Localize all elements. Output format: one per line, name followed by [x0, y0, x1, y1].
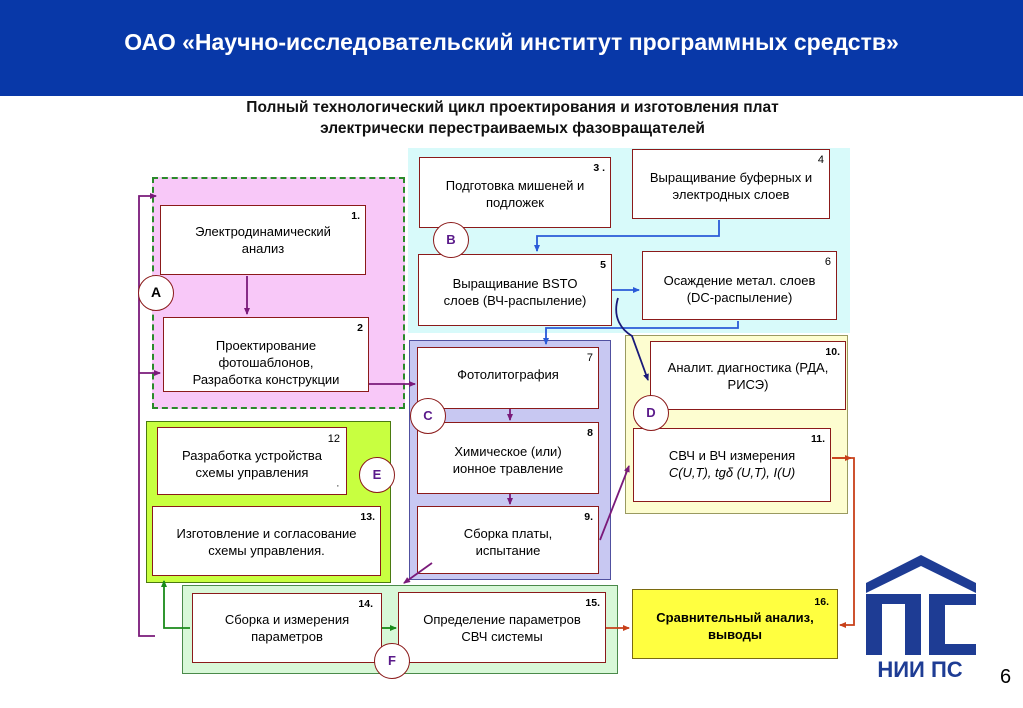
step-4-box: 4 Выращивание буферных и электродных сло…: [632, 149, 830, 219]
step-number: 12: [327, 433, 340, 445]
page-number: 6: [1000, 666, 1012, 688]
step-text: анализ: [241, 241, 285, 256]
step-text: C(U,T), tgδ (U,T), I(U): [668, 465, 796, 480]
arrow-14-to-13: [161, 580, 190, 629]
step-text: Определение параметров: [423, 612, 581, 627]
step-number: 8: [587, 427, 593, 439]
step-text: фотошаблонов,: [218, 355, 314, 370]
step-text: Фотолитография: [457, 367, 559, 382]
stage-b-marker: B: [433, 222, 469, 258]
step-text: электродных слоев: [672, 187, 790, 202]
step-number: 11.: [810, 433, 825, 445]
step-13-box: 13. Изготовление и согласование схемы уп…: [152, 506, 381, 576]
step-text: Выращивание буферных и: [649, 170, 813, 185]
stage-a-marker: A: [138, 275, 174, 311]
step-text: Изготовление и согласование: [176, 526, 357, 541]
step-mark: ,: [336, 479, 339, 488]
step-text: Выращивание BSTO: [452, 276, 578, 291]
step-text: Разработка устройства: [182, 448, 322, 463]
header-title: ОАО «Научно-исследовательский институт п…: [124, 29, 899, 55]
step-number: 7: [586, 352, 593, 364]
step-text: схемы управления: [195, 465, 309, 480]
step-text: Электродинамический: [195, 224, 331, 239]
step-12-box: 12 Разработка устройства схемы управлени…: [157, 427, 347, 495]
step-text: Разработка конструкции: [192, 372, 340, 387]
step-text: Осаждение метал. слоев: [663, 273, 816, 288]
step-text: Сборка платы,: [463, 526, 553, 541]
step-3-box: 3 . Подготовка мишеней и подложек: [419, 157, 611, 228]
step-16-box: 16. Сравнительный анализ, выводы: [632, 589, 838, 659]
step-text: СВЧ системы: [461, 629, 543, 644]
step-text: Сравнительный анализ,: [656, 610, 814, 625]
arrow-4-to-5: [534, 220, 720, 252]
step-text: параметров: [251, 629, 323, 644]
step-number: 13.: [360, 511, 375, 523]
step-2-box: 2 Проектирование фотошаблонов, Разработк…: [163, 317, 369, 392]
logo-text: НИИ ПС: [877, 657, 963, 682]
step-number: 14.: [358, 598, 373, 610]
step-number: 5: [600, 259, 606, 271]
step-8-box: 8 Химическое (или) ионное травление: [417, 422, 599, 494]
step-14-box: 14. Сборка и измерения параметров: [192, 593, 382, 663]
arrow-11-to-16: [832, 457, 855, 628]
step-11-box: 11. СВЧ и ВЧ измерения C(U,T), tgδ (U,T)…: [633, 428, 831, 502]
step-number: 16.: [814, 596, 829, 608]
step-7-box: 7 Фотолитография: [417, 347, 599, 409]
arrow-9-to-14: [403, 562, 433, 584]
step-number: 6: [824, 256, 831, 268]
diagram-title-line2: электрически перестраиваемых фазовращате…: [320, 120, 705, 137]
step-text: слоев (ВЧ-распыление): [443, 293, 587, 308]
step-number: 2: [357, 322, 363, 334]
step-9-box: 9. Сборка платы, испытание: [417, 506, 599, 574]
step-5-box: 5 Выращивание BSTO слоев (ВЧ-распыление): [418, 254, 612, 326]
step-number: 9.: [584, 511, 593, 523]
arrow-9-to-11: [599, 465, 630, 541]
stage-f-marker: F: [374, 643, 410, 679]
step-number: 15.: [585, 597, 600, 609]
diagram-title: Полный технологический цикл проектирован…: [140, 97, 885, 139]
step-number: 10.: [825, 346, 840, 358]
step-10-box: 10. Аналит. диагностика (РДА, РИСЭ): [650, 341, 846, 410]
step-number: 1.: [351, 210, 360, 222]
step-text: Сборка и измерения: [224, 612, 350, 627]
step-text: СВЧ и ВЧ измерения: [668, 448, 796, 463]
step-text: ионное травление: [452, 461, 564, 476]
arrow-6-to-7: [543, 321, 739, 345]
step-text: (DC-распыление): [686, 290, 793, 305]
step-text: схемы управления.: [208, 543, 325, 558]
step-text: Проектирование: [215, 338, 317, 353]
step-text: подложек: [486, 195, 544, 210]
arrow-5-to-10: [615, 297, 649, 381]
step-text: испытание: [475, 543, 541, 558]
step-text: Химическое (или): [454, 444, 562, 459]
header-bar: ОАО «Научно-исследовательский институт п…: [0, 0, 1023, 96]
stage-d-marker: D: [633, 395, 669, 431]
logo-mark: [866, 555, 976, 655]
stage-c-marker: C: [410, 398, 446, 434]
step-text: РИСЭ): [727, 377, 769, 392]
step-text: выводы: [707, 627, 763, 642]
step-text: Аналит. диагностика (РДА,: [667, 360, 829, 375]
stage-e-marker: E: [359, 457, 395, 493]
step-1-box: 1. Электродинамический анализ: [160, 205, 366, 275]
step-number: 3 .: [593, 162, 605, 174]
arrow-left-feed-1: [138, 193, 157, 637]
diagram-title-line1: Полный технологический цикл проектирован…: [246, 99, 779, 116]
step-text: Подготовка мишеней и: [445, 178, 585, 193]
step-6-box: 6 Осаждение метал. слоев (DC-распыление): [642, 251, 837, 320]
step-15-box: 15. Определение параметров СВЧ системы: [398, 592, 606, 663]
step-number: 4: [817, 154, 824, 166]
